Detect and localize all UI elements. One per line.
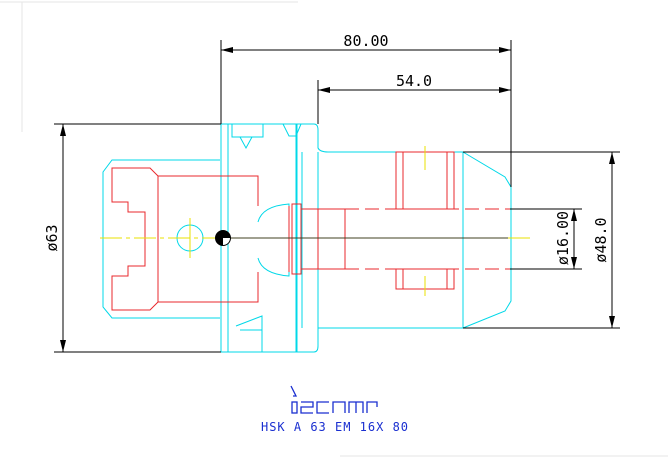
dim-overall-length: 80.00: [343, 32, 388, 50]
dim-bore-diameter: ø16.00: [554, 211, 572, 265]
center-lines: [100, 146, 530, 296]
dim-flange-diameter: ø63: [43, 224, 61, 251]
hidden-features: [111, 151, 510, 311]
dim-bore-depth: 54.0: [396, 72, 432, 90]
part-designation: HSK A 63 EM 16X 80: [260, 420, 410, 434]
dimension-lines: [54, 40, 620, 353]
reference-marker: [215, 230, 231, 246]
iscar-logo: [290, 385, 378, 414]
dim-body-diameter: ø48.0: [592, 217, 610, 262]
